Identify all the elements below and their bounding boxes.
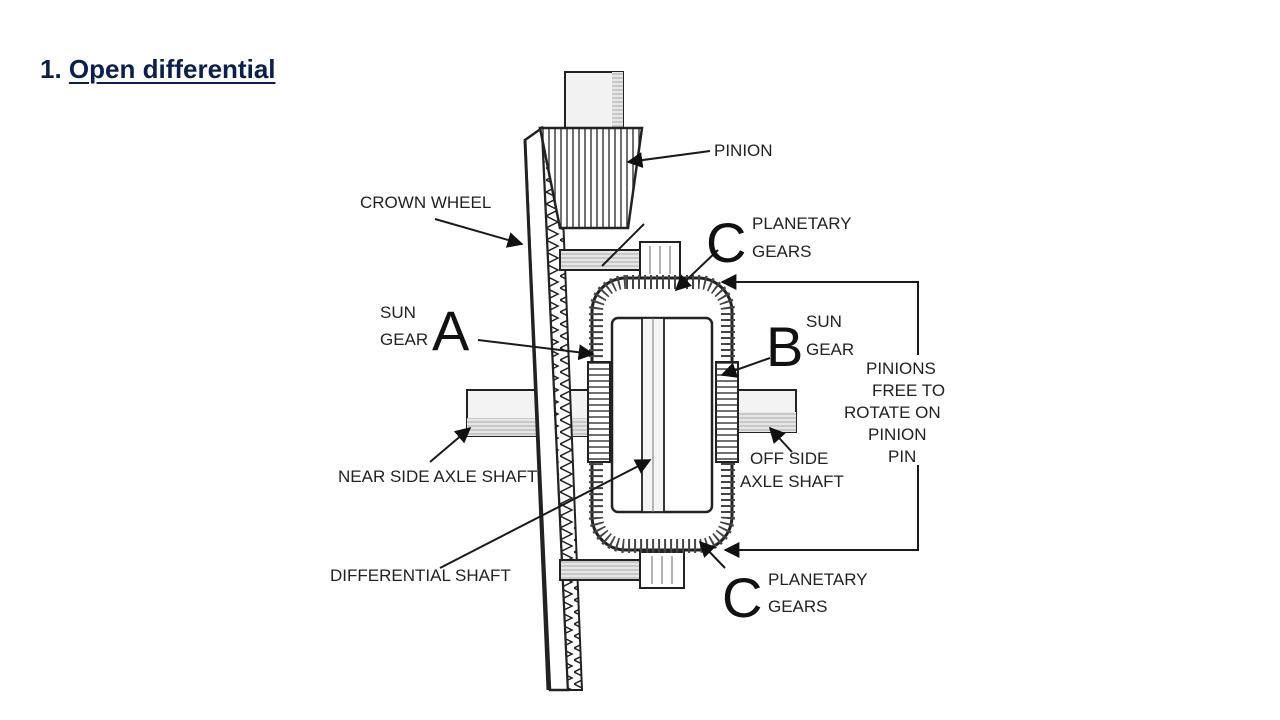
marker-c-bottom: C xyxy=(722,566,762,629)
label-sun-right-2: GEAR xyxy=(806,340,854,359)
leader-lines xyxy=(429,150,793,569)
label-planetary-bot-1: PLANETARY xyxy=(768,570,868,589)
pinions-bracket xyxy=(720,274,919,558)
label-off-axle-1: OFF SIDE xyxy=(750,449,828,468)
slide-title: 1. Open differential xyxy=(40,54,276,85)
title-link[interactable]: Open differential xyxy=(68,54,276,84)
pinion-pin-bottom xyxy=(559,551,685,589)
label-diff-shaft: DIFFERENTIAL SHAFT xyxy=(330,566,511,585)
label-sun-right-1: SUN xyxy=(806,312,842,331)
label-pinions-free-3: ROTATE ON xyxy=(844,403,941,422)
pinion-pin-top xyxy=(559,241,681,279)
label-pinions-free-5: PIN xyxy=(888,447,916,466)
label-sun-left-1: SUN xyxy=(380,303,416,322)
diagram-labels: PINION CROWN WHEEL PLANETARY GEARS SUN G… xyxy=(330,141,945,629)
differential-shaft xyxy=(641,317,665,513)
label-pinion: PINION xyxy=(714,141,773,160)
label-pinions-free-1: PINIONS xyxy=(866,359,936,378)
label-near-axle: NEAR SIDE AXLE SHAFT xyxy=(338,467,537,486)
marker-a: A xyxy=(432,299,470,362)
label-off-axle-2: AXLE SHAFT xyxy=(740,472,844,491)
label-sun-left-2: GEAR xyxy=(380,330,428,349)
label-planetary-bot-2: GEARS xyxy=(768,597,828,616)
pinion-gear xyxy=(538,126,644,230)
label-planetary-top-2: GEARS xyxy=(752,242,812,261)
sun-gear-a xyxy=(587,361,611,463)
label-crown-wheel: CROWN WHEEL xyxy=(360,193,491,212)
label-pinions-free-2: FREE TO xyxy=(872,381,945,400)
marker-b: B xyxy=(766,315,803,378)
marker-c-top: C xyxy=(706,211,746,274)
label-planetary-top-1: PLANETARY xyxy=(752,214,852,233)
label-pinions-free-4: PINION xyxy=(868,425,927,444)
title-number: 1. xyxy=(40,54,62,84)
sun-gear-b xyxy=(715,361,739,463)
